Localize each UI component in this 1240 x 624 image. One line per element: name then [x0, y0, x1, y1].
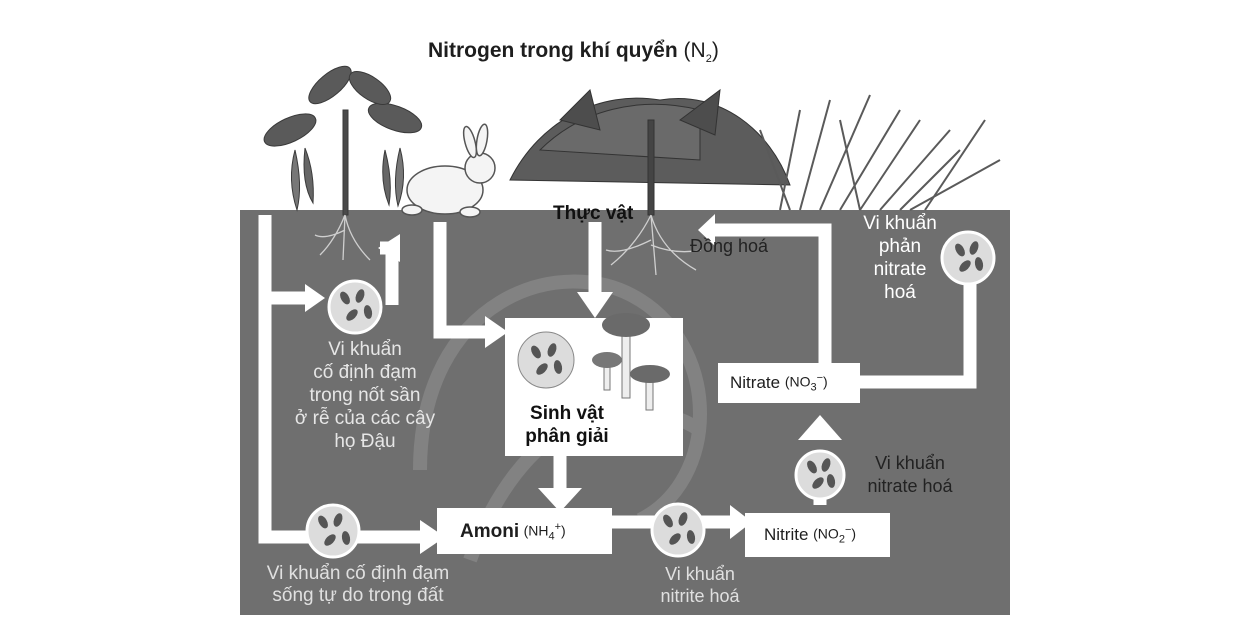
ammonium-sup: +: [554, 521, 562, 534]
arrowhead-plant-down: [577, 292, 613, 318]
free-bacteria-label: Vi khuẩn cố định đạm sống tự do trong đấ…: [238, 563, 478, 607]
nitrite-bacteria-line-2: nitrite hoá: [660, 586, 740, 606]
arrowhead-nodule-up: [378, 234, 400, 262]
arrow-left-vertical: [258, 215, 420, 544]
nitrate-sub: 3: [810, 381, 817, 394]
ammonium-text: Amoni: [460, 521, 520, 542]
shrub-icon: [509, 88, 791, 216]
title-formula-close: ): [711, 39, 719, 62]
bacteria-icon-nitrite: [650, 502, 706, 558]
decomposer-line-1: Sinh vật: [530, 403, 604, 424]
nitrate-text: Nitrate: [730, 373, 781, 392]
free-bacteria-line-1: Vi khuẩn cố định đạm: [266, 563, 450, 584]
nitrite-bacteria-label: Vi khuẩn nitrite hoá: [650, 563, 750, 607]
nodule-line-2: cố định đạm: [313, 362, 417, 383]
denitrify-line-1: Vi khuẩn: [863, 213, 937, 234]
roots-icon: [314, 214, 702, 276]
arrowhead-decomposer: [485, 316, 508, 348]
decomposer-label: Sinh vật phân giải: [512, 402, 622, 448]
denitrify-line-2: phản: [878, 236, 922, 257]
diagram-title: Nitrogen trong khí quyển (N2): [428, 38, 719, 72]
free-bacteria-line-2: sống tự do trong đất: [272, 585, 444, 606]
nodule-line-4: ở rễ của các cây: [294, 408, 436, 429]
nodule-line-1: Vi khuẩn: [328, 339, 402, 360]
title-formula: (N: [683, 39, 706, 62]
nitrite-sub: 2: [838, 533, 845, 546]
vegetation-icon: [263, 65, 1001, 276]
nodule-line-3: trong nốt sần: [309, 385, 421, 406]
nitrate-formula: (NO: [784, 373, 811, 390]
nodule-line-5: họ Đậu: [334, 431, 396, 452]
ammonium-close: ): [561, 522, 566, 539]
arrow-nitrate-to-plant: [712, 223, 832, 365]
ammonium-box-label: Amoni (NH4+): [460, 518, 566, 546]
bacteria-icon-decomposer: [517, 331, 575, 389]
arrowhead-nitrate-up: [798, 415, 842, 440]
nitrate-sup: −: [816, 372, 824, 385]
nitrite-text: Nitrite: [764, 525, 809, 544]
arrowhead-decomposer-down: [538, 488, 582, 512]
bacteria-icon-free: [305, 503, 361, 559]
nitrite-bacteria-line-1: Vi khuẩn: [665, 564, 735, 584]
nitrate-bacteria-label: Vi khuẩn nitrate hoá: [855, 452, 965, 498]
ammonium-box: [437, 508, 612, 554]
nitrate-bacteria-line-2: nitrate hoá: [867, 476, 953, 496]
arrow-plant-to-decomposer: [433, 222, 485, 339]
arrowhead-assim: [698, 214, 715, 246]
denitrify-line-4: hoá: [884, 282, 916, 303]
title-formula-sub: 2: [705, 53, 712, 66]
arrow-denitrify: [858, 265, 977, 389]
ammonium-formula: (NH: [523, 522, 549, 539]
arrowhead-nodule: [305, 284, 325, 312]
plant-label: Thực vật: [553, 203, 634, 224]
rabbit-icon: [401, 123, 496, 218]
mushroom-icon: [592, 313, 670, 411]
legume-plant-icon: [263, 65, 423, 216]
denitrify-bacteria-label: Vi khuẩn phản nitrate hoá: [858, 212, 942, 304]
grass-icon: [759, 94, 1001, 211]
nitrite-box-label: Nitrite (NO2−): [764, 522, 856, 548]
nitrate-box-label: Nitrate (NO3−): [730, 370, 828, 396]
bacteria-icon-denitrify: [940, 230, 996, 286]
denitrify-line-3: nitrate: [873, 259, 927, 280]
ammonium-sub: 4: [548, 530, 555, 543]
nitrate-bacteria-line-1: Vi khuẩn: [875, 453, 945, 473]
title-text: Nitrogen trong khí quyển: [428, 39, 678, 62]
arrowhead-nitrite: [730, 505, 752, 539]
nitrite-box: [745, 513, 890, 557]
nitrate-close: ): [823, 373, 828, 390]
nitrite-sup: −: [844, 524, 852, 537]
bacteria-icon-nodule: [327, 279, 383, 335]
bacteria-icon-nitrate: [794, 449, 846, 501]
assimilation-label: Đồng hoá: [690, 236, 769, 256]
decomposer-line-2: phân giải: [525, 426, 609, 447]
bacteria-icons: [305, 230, 996, 559]
arrowhead-amoni: [420, 520, 445, 554]
nodule-bacteria-label: Vi khuẩn cố định đạm trong nốt sần ở rễ …: [290, 338, 440, 453]
nitrite-close: ): [851, 525, 857, 542]
nitrite-formula: (NO: [813, 525, 839, 542]
nitrate-box: [718, 363, 860, 403]
